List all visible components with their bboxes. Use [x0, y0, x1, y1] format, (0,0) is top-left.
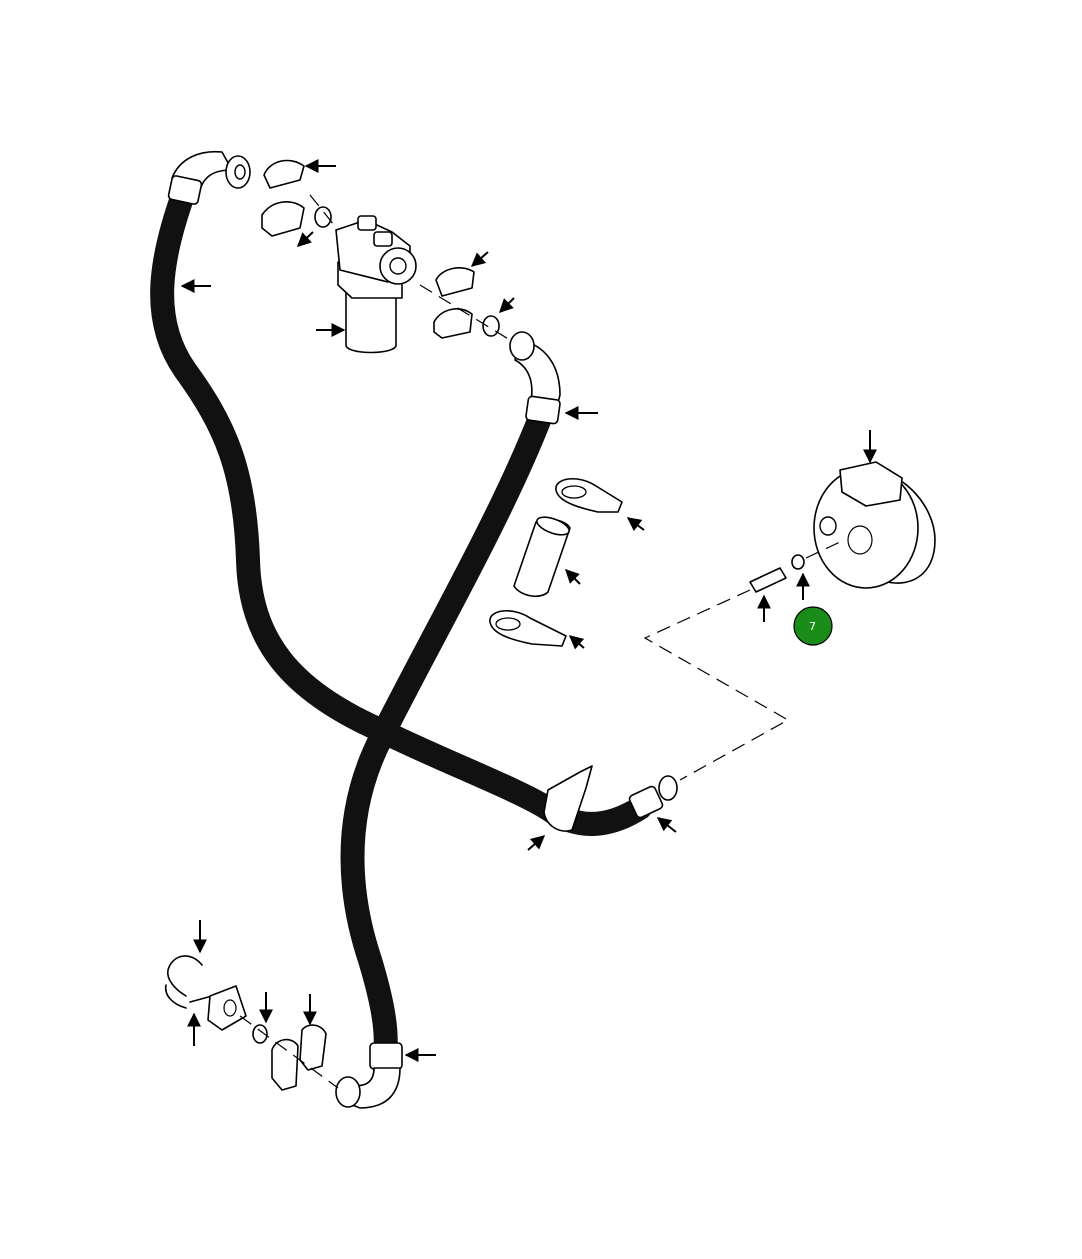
long-hose-bottom-nut: [658, 775, 678, 801]
split-flange-half-lower-b: [433, 308, 473, 339]
second-hose-bottom-ferrule: [369, 1042, 403, 1070]
o-ring-c: [252, 1024, 268, 1044]
hose-clamp-lower: [489, 610, 567, 647]
split-flange-half-upper-a: [263, 159, 305, 189]
arrow: [470, 251, 489, 267]
square-flange: [207, 985, 247, 1031]
bottom-flange-kit: [164, 955, 339, 1091]
split-flange-half-lower-a: [261, 201, 305, 237]
second-hose-assembly: [335, 331, 561, 1109]
second-hose-top-ferrule: [525, 395, 561, 425]
o-ring-a: [314, 206, 332, 228]
second-hose-bottom-flange: [335, 1076, 361, 1108]
arrow: [656, 817, 677, 833]
second-hose-top-flange: [509, 331, 535, 361]
hose-clamp-upper: [555, 478, 623, 513]
filter-assembly: [335, 215, 417, 354]
split-flange-half-upper-b: [435, 267, 475, 297]
pump-seal-ring: [791, 554, 805, 570]
top-flange-kit: [261, 159, 511, 341]
hose-clamp-on-hose: [543, 765, 593, 832]
clamp-kit: [489, 478, 623, 832]
arrow: [499, 297, 515, 313]
pump-fitting: [749, 567, 787, 593]
arrow: [527, 835, 546, 851]
filter-port: [379, 247, 417, 285]
callout-badge[interactable]: 7: [793, 606, 833, 646]
arrow: [296, 231, 314, 247]
small-tube: [164, 955, 213, 1009]
split-flange-half-lower-c: [271, 1038, 299, 1091]
arrow: [565, 569, 581, 585]
o-ring-b: [482, 315, 500, 337]
callout-circle[interactable]: [793, 606, 833, 646]
arrow: [626, 517, 645, 532]
pump-assembly: [643, 461, 936, 781]
leader-arrows: [180, 159, 877, 1062]
long-hose-top-flange: [225, 155, 251, 189]
second-hose: [340, 406, 552, 1067]
long-hose-top-ferrule: [167, 175, 203, 205]
filter-bowl: [345, 287, 397, 354]
callout-label: 7: [809, 620, 816, 633]
arrow: [568, 635, 585, 650]
long-hose-bottom-ferrule: [628, 785, 664, 819]
